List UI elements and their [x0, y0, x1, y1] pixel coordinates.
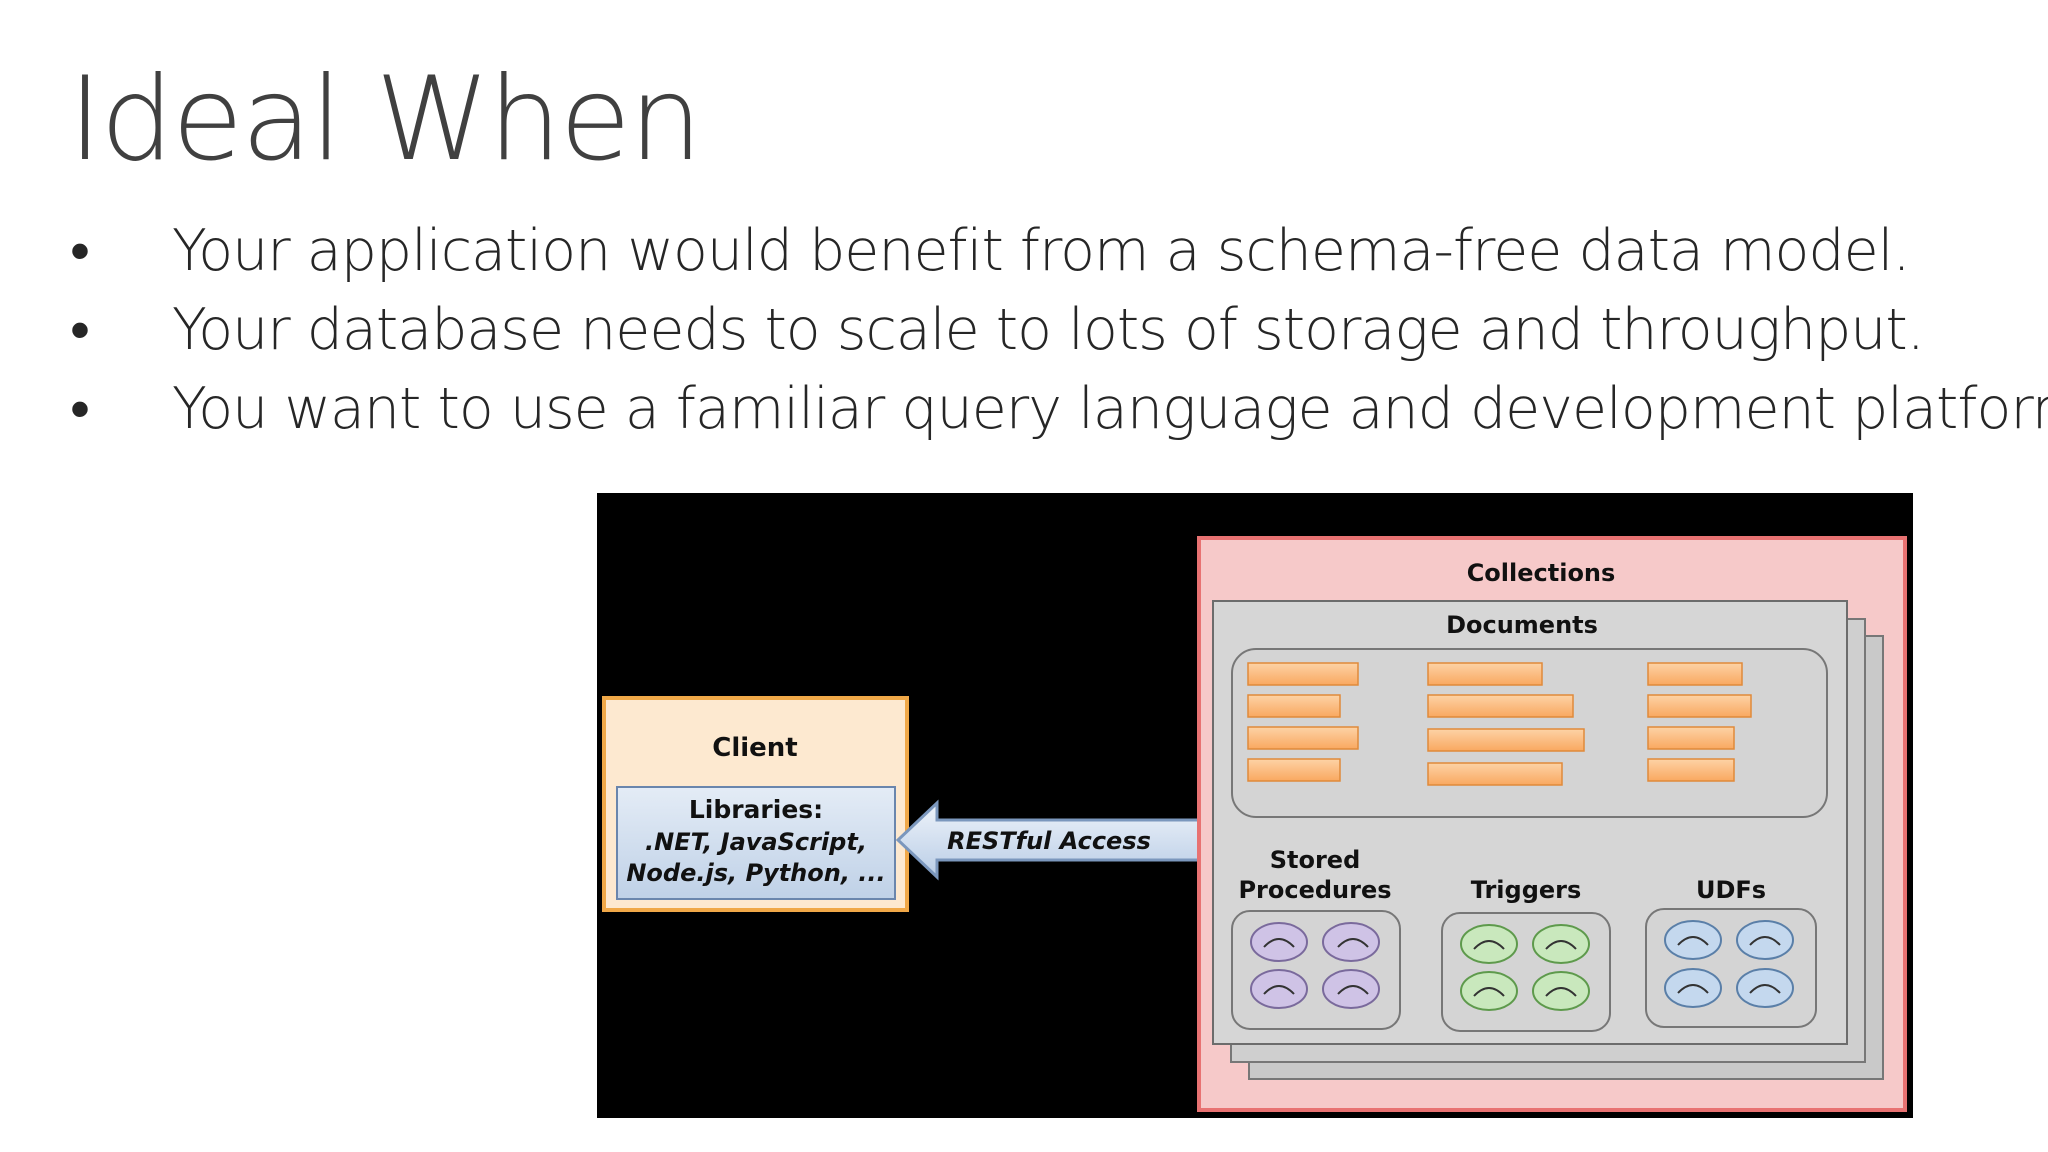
document-bar	[1247, 758, 1341, 782]
stored-procedure-icon	[1322, 969, 1380, 1009]
libraries-list-line2: Node.js, Python, ...	[626, 859, 885, 887]
udf-icon	[1736, 920, 1794, 960]
stored-procedures-title-line1: Stored	[1270, 846, 1361, 874]
bullet-dot: •	[70, 297, 90, 363]
udf-icon	[1664, 968, 1722, 1008]
document-bar	[1247, 726, 1359, 750]
stored-procedure-icon	[1322, 922, 1380, 962]
document-bar	[1647, 694, 1752, 718]
triggers-title: Triggers	[1471, 876, 1582, 904]
trigger-icon	[1460, 971, 1518, 1011]
libraries-label: Libraries:	[689, 795, 823, 824]
documents-title: Documents	[1446, 611, 1598, 639]
udf-icon	[1736, 968, 1794, 1008]
bullet-text: Your application would benefit from a sc…	[172, 218, 1911, 284]
stored-procedures-title-line2: Procedures	[1238, 876, 1391, 904]
stored-procedure-icons	[1250, 922, 1380, 1009]
document-bar	[1647, 758, 1735, 782]
udf-icon	[1664, 920, 1722, 960]
document-bar	[1647, 662, 1743, 686]
udf-icons	[1664, 920, 1794, 1008]
bullet-text: Your database needs to scale to lots of …	[172, 297, 1925, 363]
triggers-box	[1441, 912, 1611, 1032]
document-bar	[1427, 762, 1563, 786]
bullet-dot: •	[70, 218, 90, 284]
udfs-title: UDFs	[1696, 876, 1766, 904]
document-bar	[1427, 728, 1585, 752]
document-bar	[1427, 662, 1543, 686]
trigger-icon	[1532, 971, 1590, 1011]
trigger-icon	[1460, 924, 1518, 964]
document-bar	[1247, 662, 1359, 686]
architecture-diagram: Client Libraries: .NET, JavaScript, Node…	[597, 493, 1913, 1118]
document-bar	[1647, 726, 1735, 750]
libraries-list-line1: .NET, JavaScript,	[645, 828, 867, 856]
bullet-text: You want to use a familiar query languag…	[172, 376, 2048, 442]
stored-procedure-icon	[1250, 969, 1308, 1009]
document-bar	[1247, 694, 1341, 718]
bullet-dot: •	[70, 376, 90, 442]
trigger-icons	[1460, 924, 1590, 1011]
document-bar	[1427, 694, 1574, 718]
document-bars	[1247, 662, 1752, 786]
libraries-box	[616, 786, 896, 900]
stored-procedures-box	[1231, 910, 1401, 1030]
slide-title: Ideal When	[68, 52, 702, 187]
restful-access-label: RESTful Access	[947, 827, 1151, 855]
stored-procedure-icon	[1250, 922, 1308, 962]
trigger-icon	[1532, 924, 1590, 964]
client-title: Client	[712, 733, 797, 763]
architecture-diagram-svg: Client Libraries: .NET, JavaScript, Node…	[602, 536, 1907, 1112]
collections-title: Collections	[1467, 559, 1616, 587]
